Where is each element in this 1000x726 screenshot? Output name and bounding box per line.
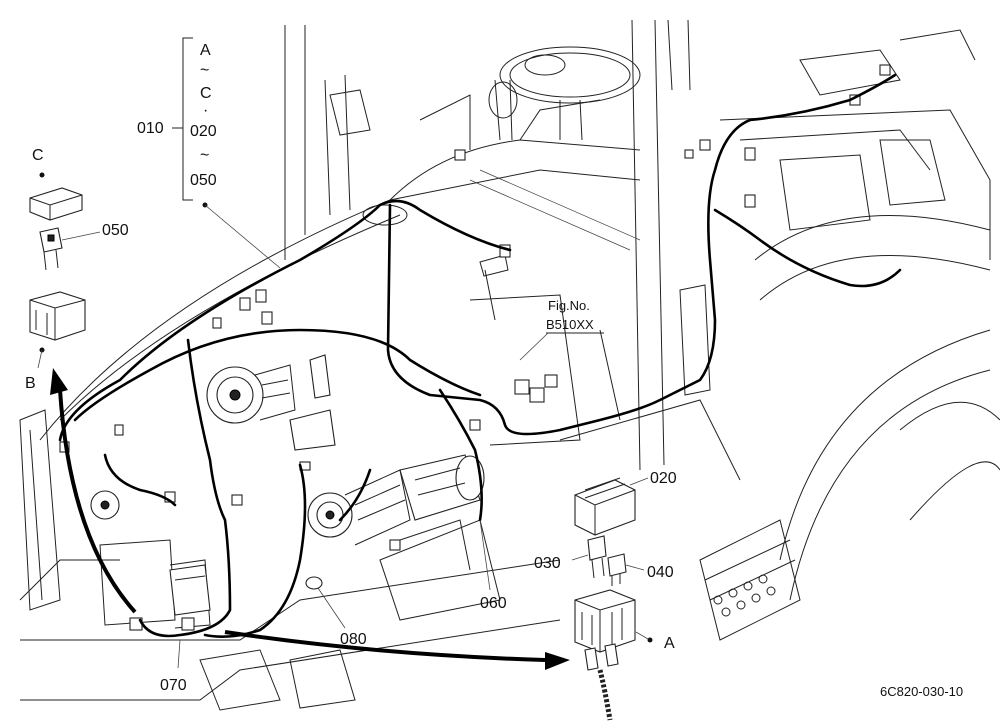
- part-label-c: C: [32, 147, 44, 164]
- lower-callouts: 060 080 070: [160, 519, 507, 694]
- bracket-label-tilde-1: ~: [200, 62, 209, 79]
- fig-ref-number: B510XX: [546, 317, 594, 332]
- harness-label-010: 010: [137, 120, 164, 137]
- bracket-label-c: C: [200, 85, 212, 102]
- callout-arrows: [50, 368, 570, 670]
- tractor-line-art: [19, 19, 1000, 711]
- bracket-label-050: 050: [190, 172, 217, 189]
- battery: [169, 564, 211, 616]
- harness-connectors: [59, 64, 891, 631]
- fig-ref-label: Fig.No.: [548, 298, 590, 313]
- part-label-b: B: [25, 375, 36, 392]
- drawing-code: 6C820-030-10: [880, 684, 963, 699]
- fan-pulley: [90, 490, 120, 520]
- sensor-small: [289, 354, 336, 451]
- part-label-050: 050: [102, 222, 129, 239]
- figure-reference: Fig.No. B510XX: [519, 298, 604, 361]
- ac-compressor: [206, 364, 296, 424]
- bracket-label-tilde-2: ~: [200, 147, 209, 164]
- bracket-label-020: 020: [190, 123, 217, 140]
- main-harness-010: [58, 73, 902, 638]
- exploded-parts-right: 020 030 040 A: [534, 470, 677, 721]
- step-holes: [713, 574, 776, 617]
- part-label-030: 030: [534, 555, 561, 572]
- bracket-label-dot: ·: [203, 102, 208, 119]
- part-label-060: 060: [480, 595, 507, 612]
- bracket-group: A ~ C · 020 ~ 050 010: [137, 37, 281, 269]
- starter-motor: [399, 454, 485, 521]
- part-label-a: A: [664, 635, 675, 652]
- part-label-070: 070: [160, 677, 187, 694]
- exploded-parts-left: C 050 B: [25, 147, 129, 392]
- part-label-020: 020: [650, 470, 677, 487]
- part-label-080: 080: [340, 631, 367, 648]
- bracket-label-a: A: [200, 42, 211, 59]
- part-label-040: 040: [647, 564, 674, 581]
- alternator: [307, 469, 411, 546]
